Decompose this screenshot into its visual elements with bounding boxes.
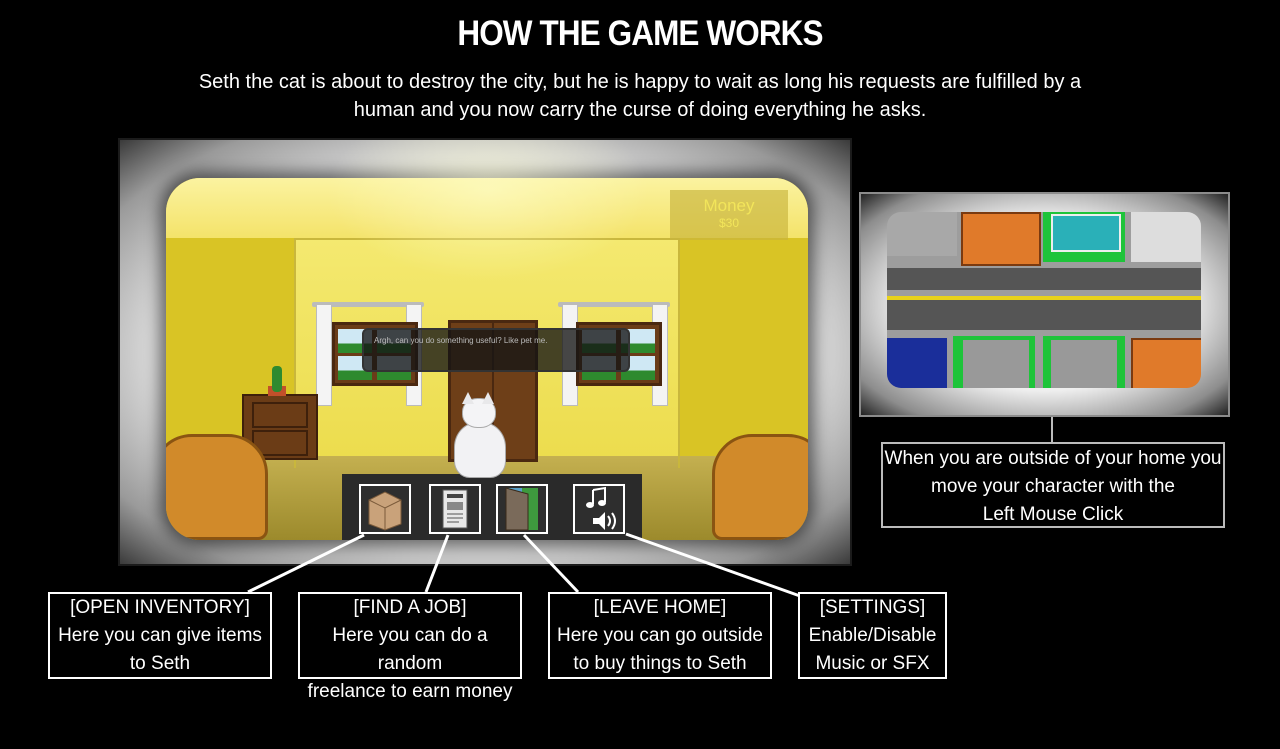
sofa-left xyxy=(166,434,268,540)
map-building xyxy=(1051,214,1121,252)
map-building xyxy=(1131,338,1201,388)
map-road xyxy=(887,268,1201,290)
wall-edge xyxy=(294,238,680,240)
music-note-icon[interactable] xyxy=(586,486,606,508)
page-title: HOW THE GAME WORKS xyxy=(457,14,823,53)
town-map-screenshot xyxy=(859,192,1230,417)
speaker-icon[interactable] xyxy=(593,512,616,530)
callout-line: freelance to earn money xyxy=(307,681,513,702)
callout-line: Here you can give items xyxy=(58,625,262,646)
seth-cat[interactable] xyxy=(446,392,512,478)
cactus-icon xyxy=(272,366,282,392)
callout-title: [LEAVE HOME] xyxy=(593,597,727,618)
map-building xyxy=(1131,212,1201,262)
map-home xyxy=(887,338,947,388)
callout-line: Here you can go outside xyxy=(557,625,763,646)
map-road-line xyxy=(887,296,1201,300)
map-callout-line: When you are outside of your home you xyxy=(884,448,1222,469)
door-icon xyxy=(505,487,538,531)
curtain xyxy=(316,304,332,406)
room-scene: Money $30 Argh, can you do something use… xyxy=(166,178,808,540)
dialog-text: Argh, can you do something useful? Like … xyxy=(374,336,548,345)
intro-text: Seth the cat is about to destroy the cit… xyxy=(198,71,1082,121)
callout-title: [OPEN INVENTORY] xyxy=(70,597,250,618)
inventory-callout: [OPEN INVENTORY] Here you can give items… xyxy=(48,592,272,679)
map-callout-line: move your character with the xyxy=(931,476,1175,497)
town-map[interactable] xyxy=(887,212,1201,388)
map-callout-line: Left Mouse Click xyxy=(982,504,1124,525)
newspaper-icon xyxy=(442,489,468,529)
map-building xyxy=(887,212,957,256)
money-label: Money xyxy=(703,196,755,215)
money-display: Money $30 xyxy=(670,190,788,240)
map-building xyxy=(1051,340,1117,388)
cat-dialog: Argh, can you do something useful? Like … xyxy=(362,328,630,372)
box-icon xyxy=(368,491,402,531)
leave-home-callout: [LEAVE HOME] Here you can go outside to … xyxy=(548,592,772,679)
callout-line: to buy things to Seth xyxy=(573,653,747,674)
room-screenshot: Money $30 Argh, can you do something use… xyxy=(118,138,852,566)
callout-line: Enable/Disable xyxy=(808,625,937,646)
settings-callout: [SETTINGS] Enable/Disable Music or SFX xyxy=(798,592,947,679)
callout-line: Here you can do a random xyxy=(332,625,488,674)
settings-button[interactable] xyxy=(573,484,625,534)
leave-home-button[interactable] xyxy=(496,484,548,534)
money-value: $30 xyxy=(718,216,740,230)
map-road xyxy=(887,300,1201,330)
map-building xyxy=(961,212,1041,266)
callout-title: [FIND A JOB] xyxy=(353,597,467,618)
inventory-button[interactable] xyxy=(359,484,411,534)
wall-edge xyxy=(678,238,680,468)
callout-line: to Seth xyxy=(129,653,191,674)
find-job-callout: [FIND A JOB] Here you can do a random fr… xyxy=(298,592,522,702)
map-callout: When you are outside of your home you mo… xyxy=(881,442,1225,528)
callout-line: Music or SFX xyxy=(815,653,930,674)
sofa-right xyxy=(712,434,808,540)
find-job-button[interactable] xyxy=(429,484,481,534)
map-building xyxy=(963,340,1029,388)
callout-title: [SETTINGS] xyxy=(819,597,926,618)
